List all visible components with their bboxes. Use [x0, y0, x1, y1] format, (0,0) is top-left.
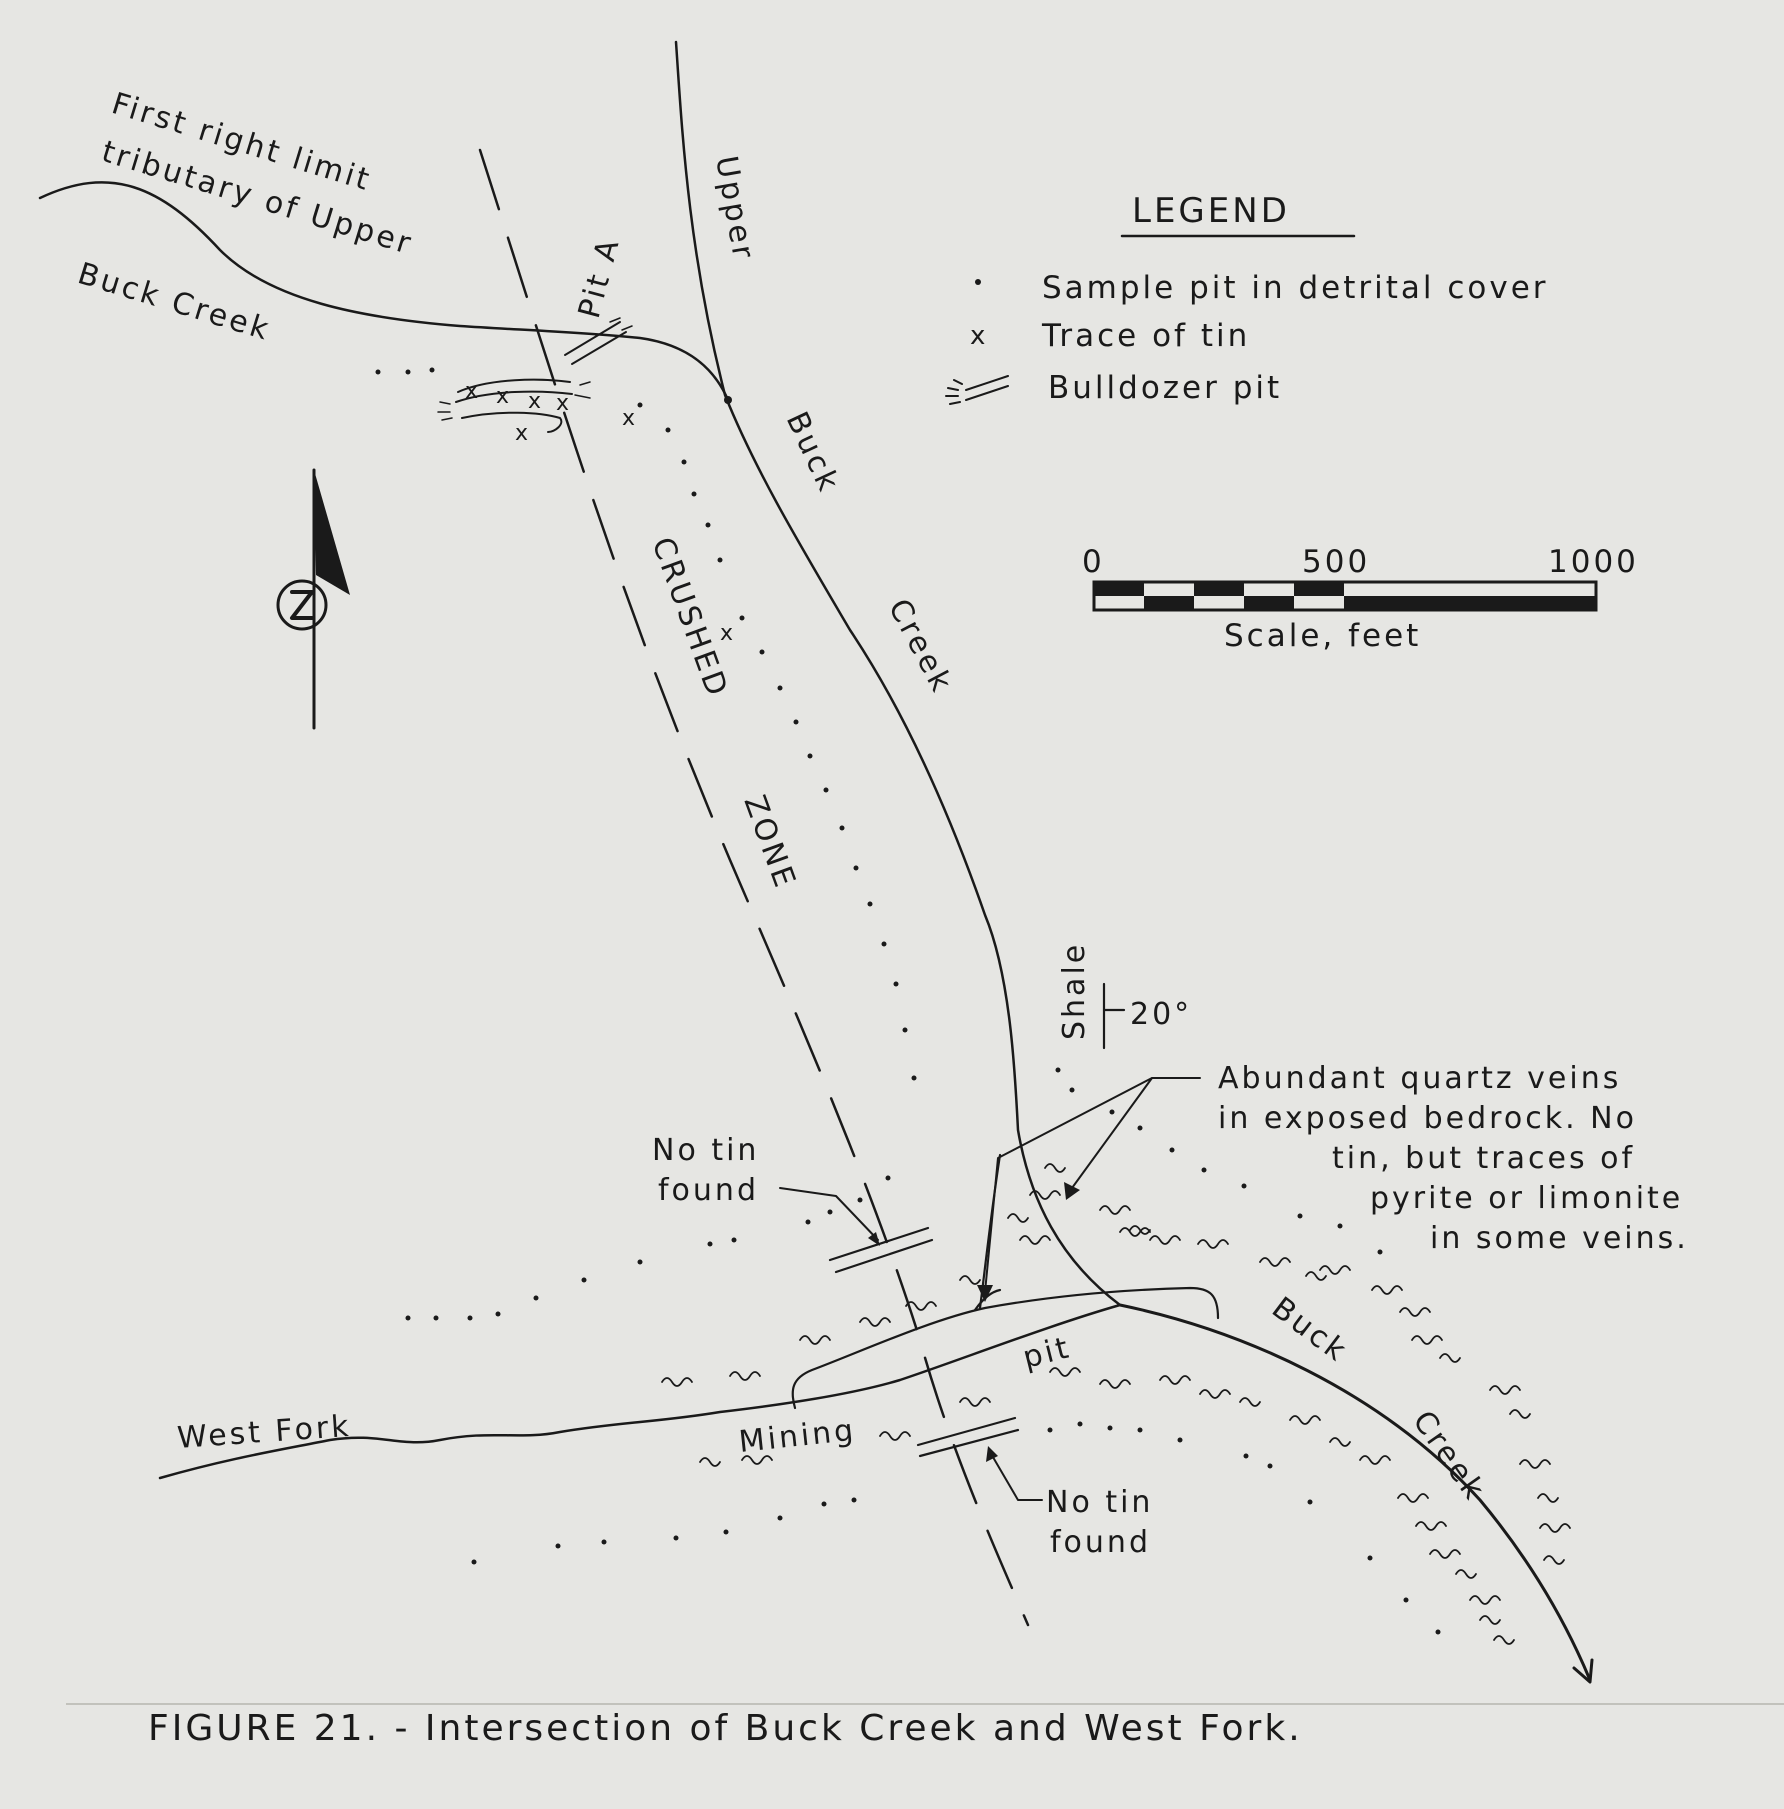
sample-dots: [375, 367, 1441, 1635]
svg-text:x: x: [720, 621, 736, 646]
no-tin-upper-line2: found: [658, 1173, 759, 1208]
svg-text:x: x: [465, 379, 481, 404]
zone-label: ZONE: [736, 791, 802, 895]
upper-buck-creek-label-upper: Upper: [708, 153, 761, 263]
quartz-note-line2: in exposed bedrock. No: [1218, 1101, 1637, 1136]
quartz-callout-arrows: [977, 1077, 1201, 1302]
quartz-note-line5: in some veins.: [1430, 1221, 1689, 1256]
caption-text: FIGURE 21. - Intersection of Buck Creek …: [148, 1708, 1303, 1749]
pit-a-bulldozer-pits: x x x x x x x: [437, 317, 736, 646]
quartz-note-line3: tin, but traces of: [1332, 1141, 1635, 1176]
map-labels: First right limit tributary of Upper Buc…: [74, 86, 1689, 1560]
legend-item-sample-pit: Sample pit in detrital cover: [1042, 270, 1549, 306]
legend-dot-symbol: [975, 279, 981, 285]
svg-text:x: x: [622, 406, 638, 431]
pit-a-label: Pit A: [572, 233, 627, 322]
no-tin-upper-line1: No tin: [652, 1133, 759, 1168]
upper-buck-creek-label-creek: Creek: [881, 593, 960, 699]
scale-bar: 0 500 1000 Scale, feet: [1082, 544, 1639, 654]
legend: LEGEND Sample pit in detrital cover x Tr…: [945, 191, 1549, 406]
mining-label: Mining: [737, 1413, 858, 1460]
svg-text:x: x: [528, 389, 544, 414]
legend-item-trace-tin: Trace of tin: [1041, 318, 1250, 354]
west-fork-stream: [158, 1303, 1122, 1480]
dip-label: 20°: [1130, 997, 1192, 1032]
north-arrow-icon: [276, 468, 350, 730]
no-tin-lower-line1: No tin: [1046, 1485, 1153, 1520]
streams: [38, 40, 1594, 1684]
svg-text:x: x: [556, 391, 572, 416]
no-tin-leaders: [779, 1187, 1043, 1501]
scale-label: Scale, feet: [1224, 618, 1421, 654]
strike-dip-symbol: [1102, 982, 1126, 1050]
quartz-vein-squiggles: [661, 1163, 1571, 1645]
upper-buck-creek-stream: [674, 40, 1122, 1307]
svg-text:x: x: [515, 421, 531, 446]
shale-label: Shale: [1057, 942, 1092, 1040]
west-fork-label: West Fork: [176, 1409, 353, 1456]
pit-a-x-marks: x x x x x x x: [465, 379, 736, 646]
figure-caption: FIGURE 21. - Intersection of Buck Creek …: [66, 1703, 1784, 1749]
crushed-zone-line: [478, 148, 1030, 1627]
bulldozer-pits-lower: [828, 1226, 1020, 1458]
legend-x-symbol: x: [970, 321, 988, 351]
scale-tick-0: 0: [1082, 544, 1105, 580]
legend-bulldozer-symbol: [945, 375, 1009, 405]
upper-buck-creek-label-buck: Buck: [779, 407, 847, 499]
scale-tick-1000: 1000: [1548, 544, 1639, 580]
quartz-note-line1: Abundant quartz veins: [1218, 1061, 1621, 1096]
stream-arrowhead: [1572, 1658, 1594, 1684]
quartz-note-line4: pyrite or limonite: [1370, 1181, 1683, 1216]
mining-pit-outline: [791, 1153, 1220, 1410]
legend-item-bulldozer-pit: Bulldozer pit: [1048, 370, 1282, 406]
no-tin-lower-line2: found: [1050, 1525, 1151, 1560]
tributary-stream: [38, 181, 730, 402]
buck-creek-lower-label-creek: Creek: [1405, 1405, 1492, 1509]
pit-label: pit: [1019, 1330, 1074, 1376]
buck-creek-lower-stream: [1118, 1303, 1592, 1682]
confluence-dot: [724, 396, 732, 404]
legend-title: LEGEND: [1132, 191, 1290, 231]
scale-tick-500: 500: [1302, 544, 1370, 580]
svg-text:x: x: [496, 384, 512, 409]
